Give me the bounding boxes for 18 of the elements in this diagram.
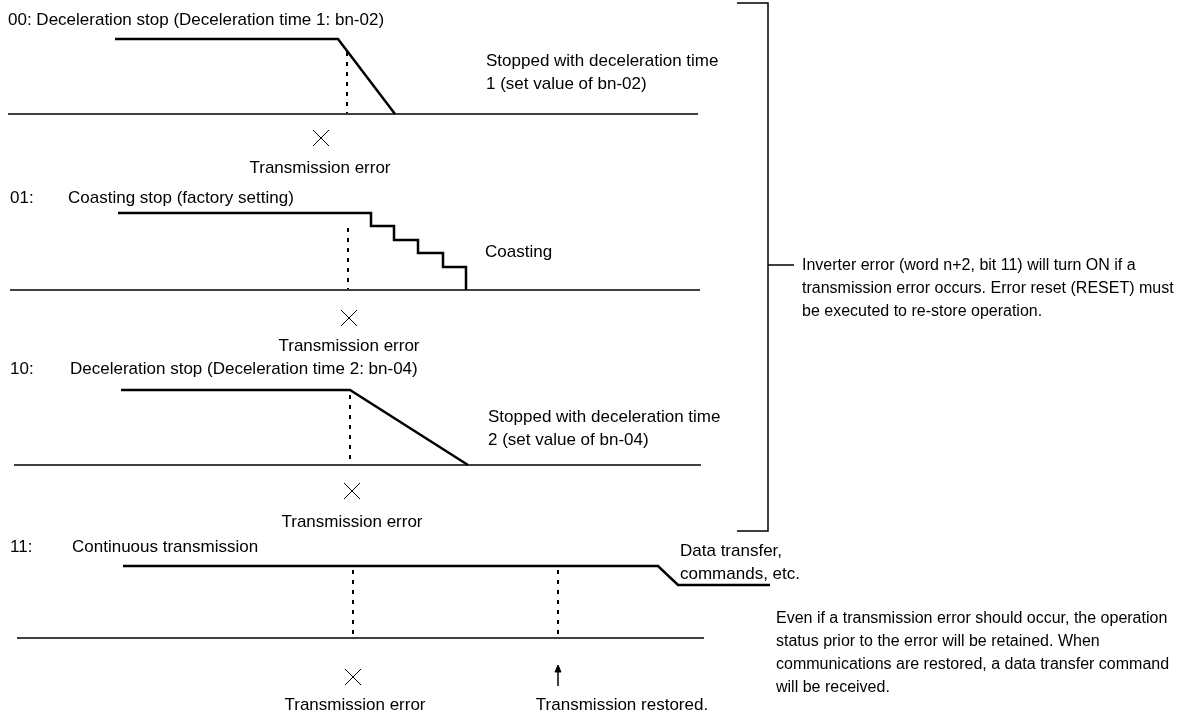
event-label: Transmission error (281, 511, 423, 533)
mode-number: 01: (10, 187, 34, 209)
annotation-text: Coasting (485, 241, 553, 263)
annotation-text: Data transfer, commands, etc. (680, 540, 801, 585)
event-label: Transmission error (249, 157, 391, 179)
mode-heading: Coasting stop (factory setting) (68, 187, 294, 209)
mode-heading: Deceleration stop (Deceleration time 2: bn-04) (70, 358, 418, 380)
event-label: Transmission error (278, 335, 420, 357)
annotation-text: Stopped with deceleration time 1 (set value of bn-02) (486, 50, 720, 95)
mode-number: 10: (10, 358, 34, 380)
event-label: Transmission error (284, 694, 426, 716)
mode-heading: 00: Deceleration stop (Deceleration time 1: bn-02) (8, 9, 385, 31)
mode-heading: Continuous transmission (72, 536, 259, 558)
event-label: Transmission restored. (535, 694, 709, 716)
note-text: Even if a transmission error should occur, the operation status prior to the error will be retained. When communications are restored, a data transfer command will be received. (776, 608, 1171, 697)
note-text: Inverter error (word n+2, bit 11) will turn ON if a transmission error occurs. Error reset (RESET) must be executed to re-store operation. (802, 255, 1175, 321)
mode-number: 11: (10, 536, 33, 558)
annotation-text: Stopped with deceleration time 2 (set value of bn-04) (488, 406, 722, 451)
